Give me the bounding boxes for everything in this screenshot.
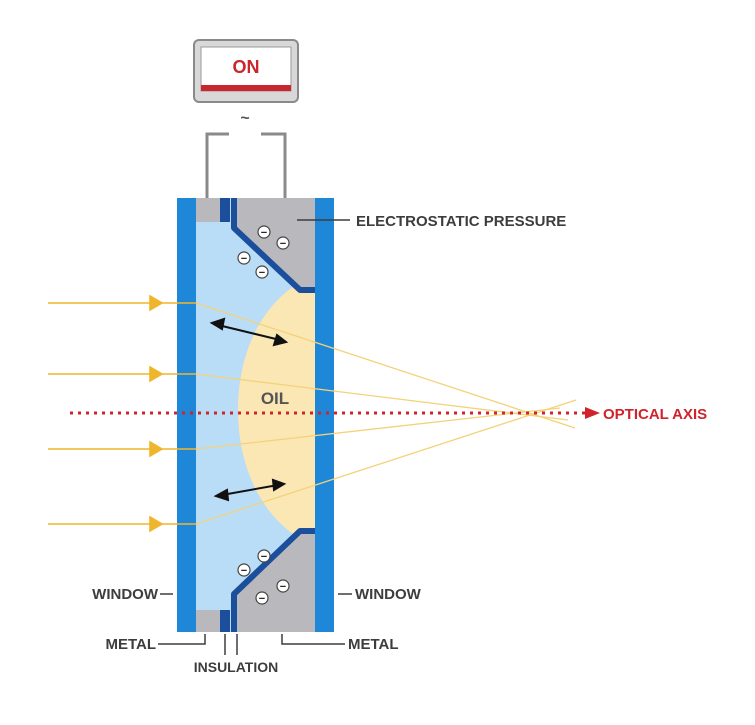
charge-4: −: [255, 265, 269, 279]
charge-3: −: [237, 251, 251, 265]
svg-text:−: −: [261, 227, 267, 239]
svg-text:−: −: [241, 565, 247, 577]
switch-on-label: ON: [233, 57, 260, 77]
oil-drop: [238, 283, 315, 538]
optical-axis-arrowhead: [585, 407, 600, 419]
insulation-strip-top: [220, 198, 230, 222]
svg-text:−: −: [280, 238, 286, 250]
bottom-electrode: [234, 531, 315, 632]
svg-text:−: −: [259, 267, 265, 279]
svg-text:−: −: [259, 593, 265, 605]
oil-label: OIL: [261, 389, 289, 408]
charge-8: −: [255, 591, 269, 605]
bottom-insulation-layer: [231, 528, 315, 632]
charge-6: −: [237, 563, 251, 577]
charge-7: −: [276, 579, 290, 593]
metal-right-leader: [281, 634, 345, 645]
charge-5: −: [257, 549, 271, 563]
charge-2: −: [276, 236, 290, 250]
insulation-strip-bottom: [220, 610, 230, 632]
charge-1: −: [257, 225, 271, 239]
insulation-label: INSULATION: [194, 659, 279, 675]
metal-label-right: METAL: [348, 636, 399, 653]
double-arrow-icon: [213, 478, 287, 502]
metal-left-leader: [158, 634, 206, 645]
left-window: [177, 198, 196, 632]
svg-text:−: −: [280, 581, 286, 593]
charges-group: − − − − − − − −: [237, 225, 290, 605]
svg-text:−: −: [261, 551, 267, 563]
double-arrow-icon: [209, 317, 289, 347]
metal-label-left: METAL: [105, 636, 156, 653]
window-label-left: WINDOW: [92, 586, 159, 603]
metal-contact-top: [196, 198, 220, 222]
right-window: [315, 198, 334, 632]
top-insulation-layer: [231, 198, 315, 293]
optical-axis-label: OPTICAL AXIS: [603, 406, 707, 423]
switch-face: [200, 46, 292, 92]
ac-source-symbol: ~: [240, 110, 249, 127]
wire-right: [261, 132, 287, 198]
window-label-right: WINDOW: [355, 586, 422, 603]
electrostatic-pressure-label: ELECTROSTATIC PRESSURE: [356, 213, 566, 230]
top-electrode: [234, 198, 315, 290]
power-switch[interactable]: ON: [193, 39, 299, 103]
wire-left: [205, 132, 229, 198]
incoming-rays: [48, 294, 196, 533]
metal-contact-bottom: [196, 610, 220, 632]
switch-indicator-bar: [201, 85, 291, 91]
refracted-rays: [195, 302, 577, 525]
svg-text:−: −: [241, 253, 247, 265]
